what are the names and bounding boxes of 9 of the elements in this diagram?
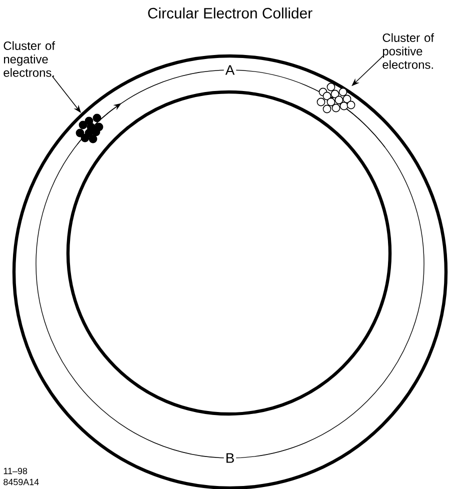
point-label: A (224, 64, 236, 76)
title: Circular Electron Collider (148, 8, 312, 18)
electron-cluster (76, 114, 104, 144)
callout-text: Cluster of negative electrons. (4, 41, 56, 77)
point-label: B (224, 452, 236, 464)
electron-cluster (316, 82, 356, 114)
callout-text: Cluster of positive electrons. (382, 33, 434, 69)
figure-code: 8459A14 (4, 478, 39, 486)
figure-code: 11–98 (4, 468, 28, 474)
